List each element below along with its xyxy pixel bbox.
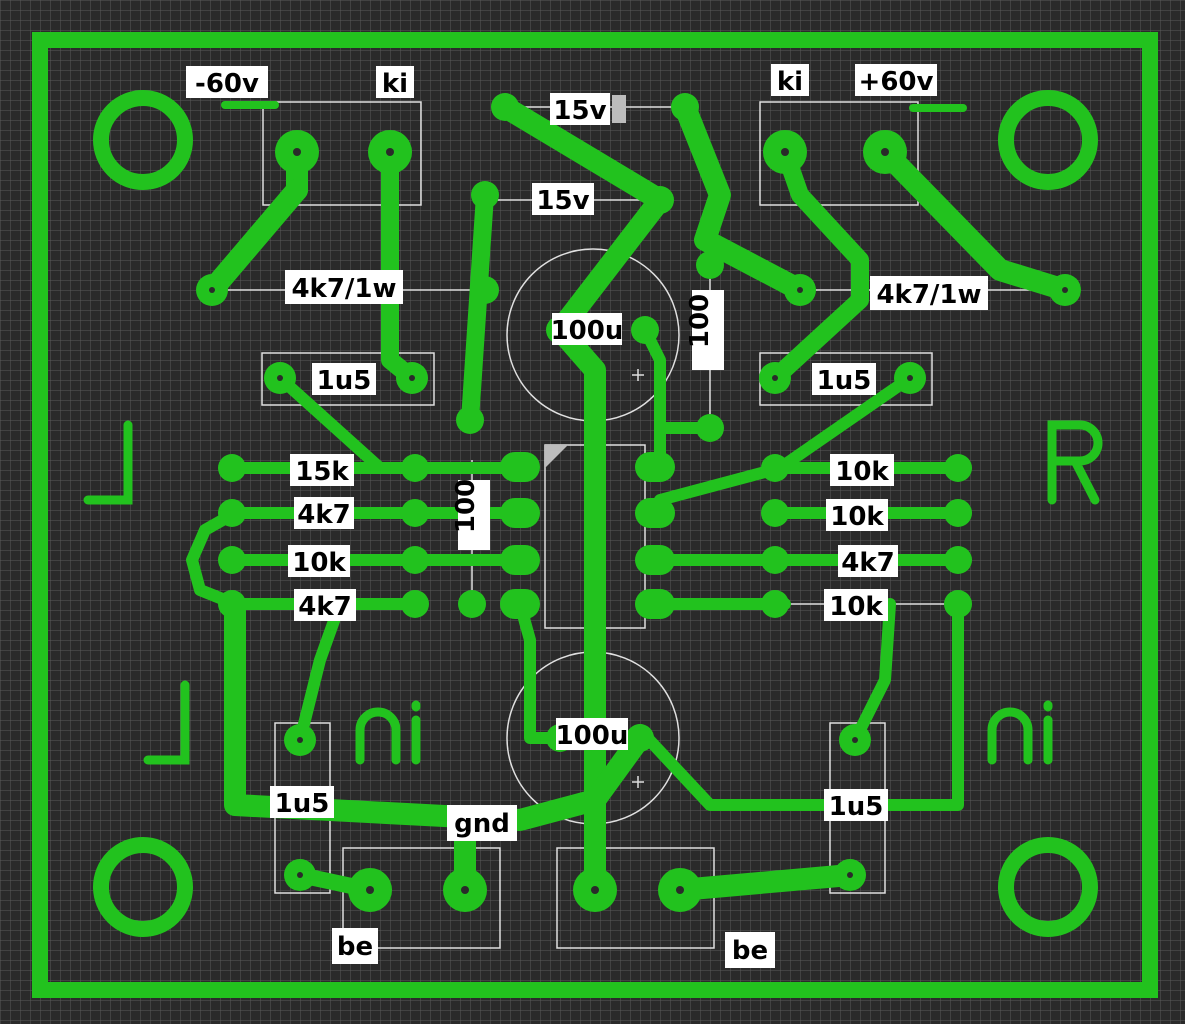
label-resistor-100-mid: 100 [451, 479, 481, 533]
pad-holes [209, 148, 1068, 894]
label-resistor-4k7-1w-right: 4k7/1w [876, 280, 981, 310]
label-ki-right: ki [777, 67, 803, 97]
component-labels: -60v ki ki +60v 15v 15v 4k7/1w 4k7/1w 10… [186, 64, 988, 968]
label-resistor-4k7-1w-left: 4k7/1w [291, 274, 396, 304]
label-resistor-15k: 15k [295, 457, 349, 487]
label-ki-left: ki [382, 69, 408, 99]
label-resistor-10k-right-1: 10k [835, 457, 889, 487]
label-resistor-4k7-right: 4k7 [841, 548, 894, 578]
board-outline [32, 32, 1158, 998]
label-resistor-10k-right-2: 10k [830, 502, 884, 532]
label-cap-100u-top: 100u [551, 316, 624, 346]
label-zener-15v-mid: 15v [536, 186, 589, 216]
label-resistor-10k-right-3: 10k [829, 592, 883, 622]
label-gnd: gnd [454, 809, 510, 839]
label-cap-1u5-right-top: 1u5 [817, 366, 872, 396]
zener-cathode-band [612, 95, 626, 123]
label-resistor-10k-left: 10k [292, 548, 346, 578]
label-resistor-4k7-left-2: 4k7 [298, 592, 351, 622]
label-pos60v: +60v [859, 67, 934, 97]
copper-graphics [83, 420, 1103, 765]
label-zener-15v-top: 15v [553, 96, 606, 126]
label-resistor-4k7-left-1: 4k7 [297, 500, 350, 530]
label-cap-1u5-left-bottom: 1u5 [275, 789, 330, 819]
label-cap-1u5-left-top: 1u5 [317, 366, 372, 396]
label-be-right: be [732, 936, 768, 966]
label-cap-1u5-right-bottom: 1u5 [829, 792, 884, 822]
label-cap-100u-bottom: 100u [556, 721, 629, 751]
label-resistor-100-top: 100 [685, 294, 715, 348]
label-be-left: be [337, 932, 373, 962]
ic-pin1-marker [545, 445, 568, 468]
label-neg60v: -60v [195, 69, 259, 99]
mounting-holes [93, 90, 1098, 937]
